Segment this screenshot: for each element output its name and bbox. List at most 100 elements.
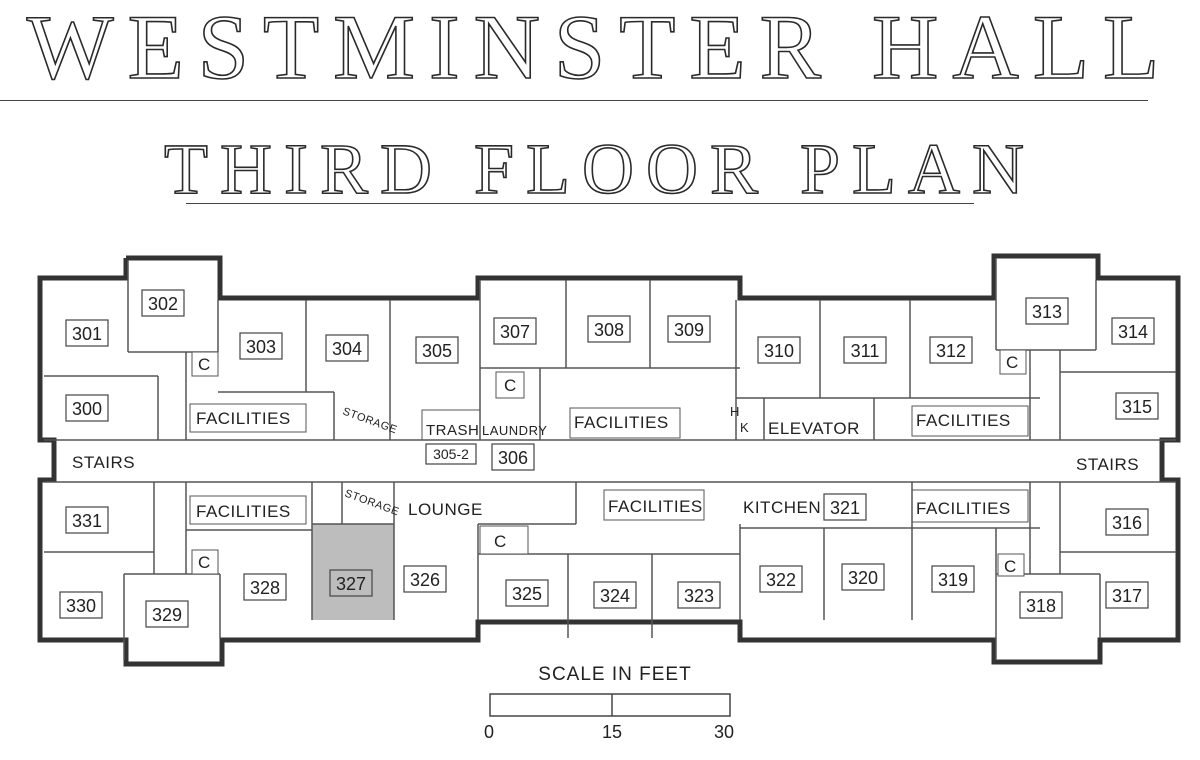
room-number-316: 316 bbox=[1112, 513, 1142, 533]
room-number-327: 327 bbox=[336, 574, 366, 594]
room-327-highlight bbox=[312, 524, 394, 620]
room-box-310 bbox=[757, 336, 801, 364]
room-number-329: 329 bbox=[152, 605, 182, 625]
room-box-307 bbox=[493, 317, 537, 345]
room-number-317: 317 bbox=[1112, 586, 1142, 606]
closets: C C C C C C bbox=[191, 349, 1027, 577]
room-box-324 bbox=[593, 581, 637, 609]
room-box-302 bbox=[141, 289, 185, 317]
room-number-320: 320 bbox=[848, 568, 878, 588]
closet-label: C bbox=[1006, 353, 1019, 372]
facilities-label-6: FACILITIES bbox=[916, 499, 1011, 518]
room-box-315 bbox=[1115, 392, 1159, 420]
closet-label: C bbox=[504, 376, 517, 395]
room-number-305: 305 bbox=[422, 341, 452, 361]
room-number-303: 303 bbox=[246, 337, 276, 357]
room-number-308: 308 bbox=[594, 320, 624, 340]
room-number-306: 306 bbox=[498, 448, 528, 468]
h-label: H bbox=[730, 404, 740, 419]
stairs-right-label: STAIRS bbox=[1076, 455, 1139, 474]
room-box-322 bbox=[759, 565, 803, 593]
room-number-330: 330 bbox=[66, 596, 96, 616]
laundry-label: LAUNDRY bbox=[482, 423, 547, 438]
room-box-317 bbox=[1105, 581, 1149, 609]
room-number-312: 312 bbox=[936, 341, 966, 361]
scale-tick-30: 30 bbox=[714, 722, 735, 742]
room-box-329 bbox=[145, 600, 189, 628]
room-box-304 bbox=[325, 334, 369, 362]
room-number-314: 314 bbox=[1118, 322, 1148, 342]
room-box-314 bbox=[1111, 317, 1155, 345]
room-box-327 bbox=[329, 569, 373, 597]
room-box-313 bbox=[1025, 297, 1069, 325]
room-box-320 bbox=[841, 563, 885, 591]
closet-label: C bbox=[1004, 557, 1017, 576]
room-number-311: 311 bbox=[851, 341, 880, 361]
facilities-label-5: FACILITIES bbox=[608, 497, 703, 516]
room-box-305-2 bbox=[425, 443, 477, 465]
room-box-308 bbox=[587, 315, 631, 343]
title-underline bbox=[0, 100, 1148, 101]
floor-title: THIRD FLOOR PLAN bbox=[163, 128, 1037, 210]
room-number-319: 319 bbox=[938, 570, 968, 590]
room-box-316 bbox=[1105, 508, 1149, 536]
room-labels: 301 302 303 304 305 307 308 309 310 311 312 313 314 3… bbox=[59, 289, 1159, 628]
room-number-328: 328 bbox=[250, 578, 280, 598]
room-box-319 bbox=[931, 565, 975, 593]
room-number-302: 302 bbox=[148, 294, 178, 314]
scale-title: SCALE IN FEET bbox=[538, 664, 692, 685]
k-label: K bbox=[740, 420, 749, 435]
room-number-313: 313 bbox=[1032, 302, 1062, 322]
closet-label: C bbox=[198, 355, 211, 374]
room-number-324: 324 bbox=[600, 586, 630, 606]
room-number-318: 318 bbox=[1026, 596, 1056, 616]
room-box-312 bbox=[929, 336, 973, 364]
facilities-label-3: FACILITIES bbox=[916, 411, 1011, 430]
room-box-311 bbox=[843, 336, 887, 364]
room-box-309 bbox=[667, 315, 711, 343]
kitchen-label: KITCHEN bbox=[743, 498, 821, 517]
scale-bar bbox=[489, 693, 731, 717]
room-number-315: 315 bbox=[1122, 397, 1152, 417]
room-number-321: 321 bbox=[830, 498, 860, 518]
room-box-306 bbox=[491, 443, 535, 471]
facilities-label-4: FACILITIES bbox=[196, 502, 291, 521]
outer-wall bbox=[37, 253, 1181, 667]
closet-label: C bbox=[198, 553, 211, 572]
room-number-307: 307 bbox=[500, 322, 530, 342]
elevator-label: ELEVATOR bbox=[768, 419, 860, 438]
trash-label: TRASH bbox=[426, 422, 479, 439]
room-box-325 bbox=[505, 579, 549, 607]
room-box-318 bbox=[1019, 591, 1063, 619]
facilities-label-2: FACILITIES bbox=[574, 413, 669, 432]
room-number-331: 331 bbox=[72, 511, 102, 531]
room-number-310: 310 bbox=[764, 341, 794, 361]
room-number-323: 323 bbox=[684, 586, 714, 606]
storage-label-2: STORAGE bbox=[343, 488, 401, 519]
subtitle-underline bbox=[186, 203, 974, 204]
stairs-left-label: STAIRS bbox=[72, 453, 135, 472]
room-number-326: 326 bbox=[410, 570, 440, 590]
room-box-321 bbox=[823, 493, 867, 521]
scale-tick-15: 15 bbox=[602, 722, 623, 742]
room-box-301 bbox=[65, 319, 109, 347]
room-box-305 bbox=[415, 336, 459, 364]
scale-tick-0: 0 bbox=[484, 722, 495, 742]
room-box-328 bbox=[243, 573, 287, 601]
room-number-300: 300 bbox=[72, 399, 102, 419]
room-number-304: 304 bbox=[332, 339, 362, 359]
room-number-301: 301 bbox=[72, 324, 102, 344]
room-box-330 bbox=[59, 591, 103, 619]
facilities-label-1: FACILITIES bbox=[196, 409, 291, 428]
building-title: WESTMINSTER HALL bbox=[26, 0, 1174, 99]
room-box-303 bbox=[239, 332, 283, 360]
room-box-326 bbox=[403, 565, 447, 593]
lounge-label: LOUNGE bbox=[408, 500, 483, 519]
closet-label: C bbox=[494, 532, 507, 551]
room-number-325: 325 bbox=[512, 584, 542, 604]
room-number-309: 309 bbox=[674, 320, 704, 340]
room-number-305-2: 305-2 bbox=[433, 446, 469, 462]
room-box-323 bbox=[677, 581, 721, 609]
room-number-322: 322 bbox=[766, 570, 796, 590]
